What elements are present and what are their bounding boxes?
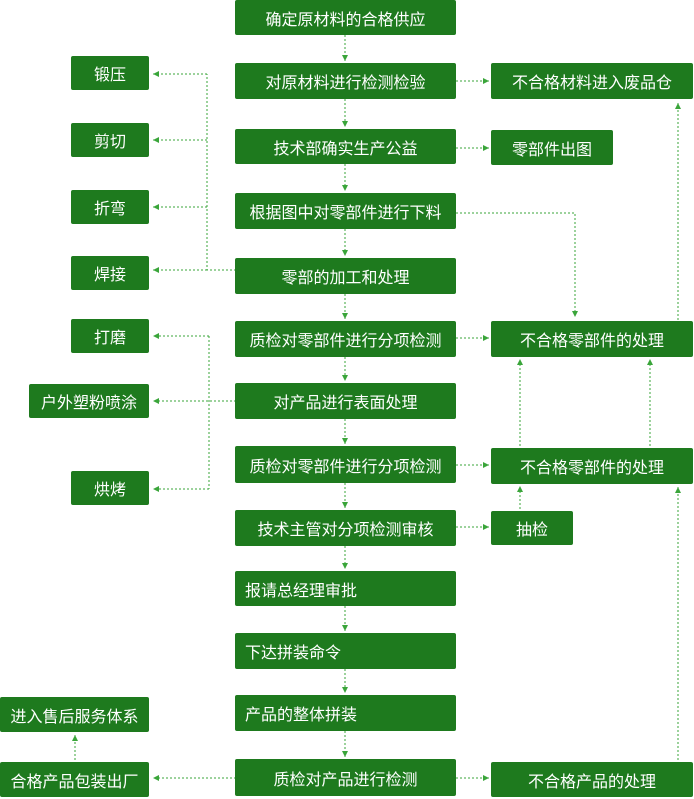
- node-m12: 产品的整体拼装: [235, 695, 456, 731]
- node-l3-label: 折弯: [93, 199, 126, 218]
- line-m5-branch: [206, 74, 236, 271]
- node-l8: 进入售后服务体系: [0, 697, 149, 732]
- node-m13-label: 质检对产品进行检测: [273, 769, 418, 789]
- node-r2: 零部件出图: [491, 130, 613, 165]
- node-r3-label: 不合格零部件的处理: [519, 331, 664, 350]
- node-m3-label: 技术部确实生产公益: [273, 138, 418, 158]
- node-m3: 技术部确实生产公益: [235, 129, 456, 164]
- node-l4-label: 焊接: [93, 265, 126, 284]
- node-m4-label: 根据图中对零部件进行下料: [249, 203, 442, 222]
- node-m12-label: 产品的整体拼装: [245, 705, 358, 724]
- node-m8-label: 质检对零部件进行分项检测: [249, 456, 442, 476]
- node-r4: 不合格零部件的处理: [491, 448, 693, 484]
- node-l7-label: 烘烤: [93, 480, 126, 499]
- node-r3: 不合格零部件的处理: [491, 321, 693, 357]
- node-m8: 质检对零部件进行分项检测: [235, 446, 456, 483]
- node-r4-label: 不合格零部件的处理: [519, 458, 664, 477]
- node-r6-label: 不合格产品的处理: [527, 771, 656, 791]
- node-m9: 技术主管对分项检测审核: [235, 510, 456, 546]
- node-m1-label: 确定原材料的合格供应: [265, 9, 426, 29]
- node-r6: 不合格产品的处理: [491, 762, 693, 797]
- node-l8-label: 进入售后服务体系: [10, 706, 139, 726]
- node-m7: 对产品进行表面处理: [235, 383, 456, 419]
- node-l1-label: 锻压: [93, 65, 126, 84]
- node-m4: 根据图中对零部件进行下料: [235, 193, 456, 229]
- node-r5: 抽检: [491, 511, 573, 545]
- node-r1: 不合格材料进入废品仓: [491, 63, 693, 99]
- node-m6-label: 质检对零部件进行分项检测: [249, 331, 442, 350]
- node-l1: 锻压: [71, 56, 149, 90]
- node-l9: 合格产品包装出厂: [0, 762, 149, 797]
- node-l4: 焊接: [71, 256, 149, 290]
- node-l3: 折弯: [71, 190, 149, 224]
- node-m13: 质检对产品进行检测: [235, 759, 456, 796]
- node-m2: 对原材料进行检测检验: [235, 63, 456, 99]
- node-m2-label: 对原材料进行检测检验: [265, 73, 426, 92]
- node-l5-label: 打磨: [93, 328, 126, 347]
- node-m11: 下达拼装命令: [235, 633, 456, 669]
- node-m6: 质检对零部件进行分项检测: [235, 321, 456, 357]
- node-l2: 剪切: [71, 123, 149, 157]
- node-r5-label: 抽检: [515, 520, 548, 539]
- node-m9-label: 技术主管对分项检测审核: [257, 520, 434, 539]
- node-l9-label: 合格产品包装出厂: [10, 771, 139, 791]
- node-r1-label: 不合格材料进入废品仓: [511, 73, 672, 92]
- node-m5: 零部的加工和处理: [235, 258, 456, 294]
- node-l7: 烘烤: [71, 471, 149, 505]
- node-m11-label: 下达拼装命令: [245, 643, 342, 662]
- node-m5-label: 零部的加工和处理: [281, 268, 410, 287]
- node-l6: 户外塑粉喷涂: [29, 384, 149, 418]
- node-m7-label: 对产品进行表面处理: [273, 393, 418, 412]
- node-r2-label: 零部件出图: [511, 139, 592, 159]
- node-m1: 确定原材料的合格供应: [235, 0, 456, 35]
- node-m10: 报请总经理审批: [235, 571, 456, 606]
- node-l5: 打磨: [71, 319, 149, 353]
- node-l2-label: 剪切: [93, 132, 126, 151]
- node-l6-label: 户外塑粉喷涂: [40, 393, 137, 412]
- node-m10-label: 报请总经理审批: [245, 580, 358, 600]
- arrow-m4-r3: [456, 212, 578, 317]
